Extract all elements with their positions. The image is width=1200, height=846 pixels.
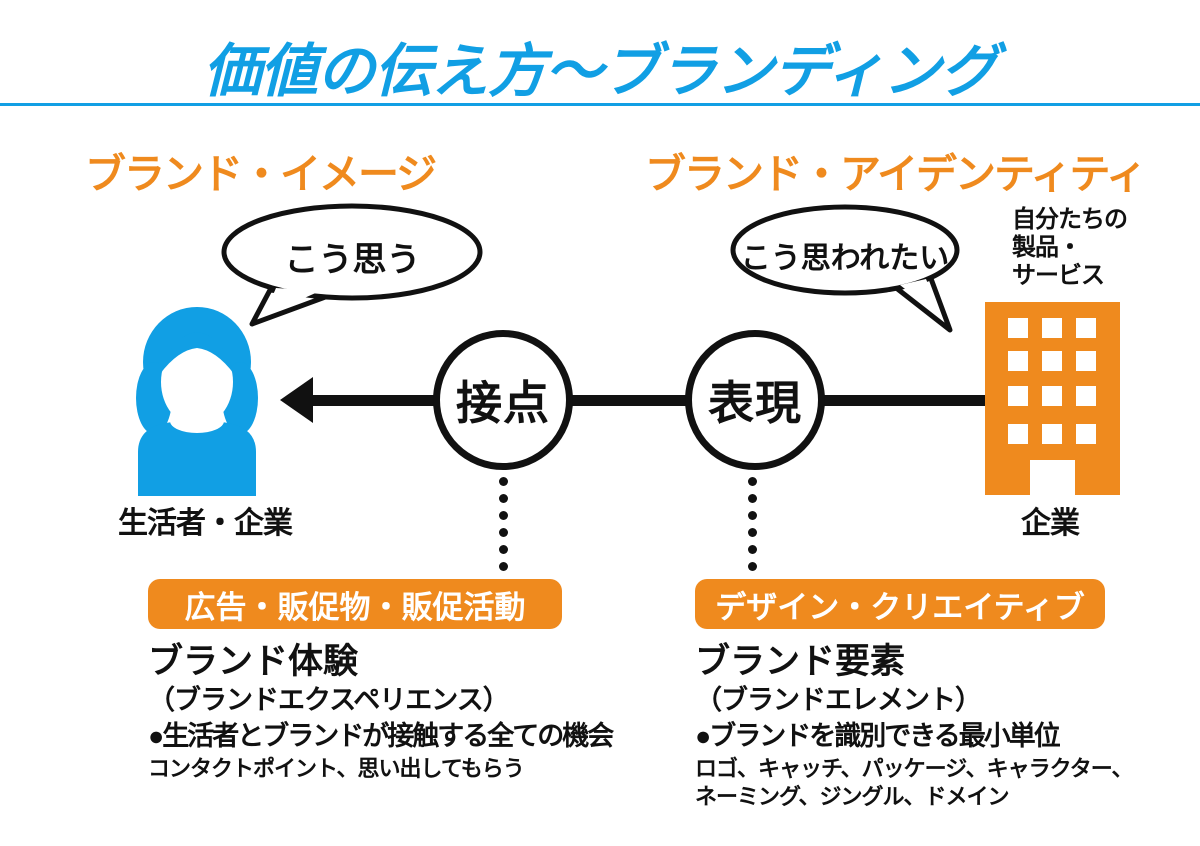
dot [499,562,508,571]
consumer-person-icon [136,307,258,496]
company-building-icon [985,302,1120,495]
consumer-label: 生活者・企業 [118,507,293,540]
speech-bubble-right-text: こう思われたい [740,242,950,275]
dot [748,494,757,503]
brand-experience-note: コンタクトポイント、思い出してもらう [148,756,525,781]
company-products-note-line: サービス [1012,262,1105,289]
main-arrow-line [300,395,985,406]
company-products-note: 自分たちの 製品・ サービス [1012,206,1192,290]
dot [499,545,508,554]
company-products-note-line: 自分たちの [1012,206,1128,233]
speech-bubble-left-text: こう思う [284,241,421,279]
dot [499,528,508,537]
brand-elements-note-line2: ネーミング、ジングル、ドメイン [695,784,1009,809]
dot [748,511,757,520]
speech-bubble-left-icon [221,203,483,327]
brand-experience-block: ブランド体験 （ブランドエクスペリエンス） ●生活者とブランドが接触する全ての機… [148,640,648,783]
brand-image-heading: ブランド・イメージ [85,151,437,197]
brand-identity-heading: ブランド・アイデンティティ [645,151,1147,197]
expression-circle-label: 表現 [708,377,802,429]
brand-experience-bullet: ●生活者とブランドが接触する全ての機会 [148,721,614,751]
dot [748,528,757,537]
brand-experience-heading: ブランド体験 [148,642,359,681]
design-creative-tag-label: デザイン・クリエイティブ [715,589,1085,625]
touchpoint-circle-label: 接点 [456,377,550,429]
brand-elements-block: ブランド要素 （ブランドエレメント） ●ブランドを識別できる最小単位 ロゴ、キャ… [695,640,1195,811]
touchpoint-circle: 接点 [433,330,573,470]
brand-elements-bullet: ●ブランドを識別できる最小単位 [695,721,1061,751]
dot [499,477,508,486]
dotted-connector-left [499,477,508,571]
dotted-connector-right [748,477,757,571]
company-label: 企業 [1021,507,1080,540]
ad-promotion-tag-label: 広告・販促物・販促活動 [184,589,526,625]
expression-circle: 表現 [685,330,825,470]
dot [499,494,508,503]
arrow-left-icon [280,377,313,423]
dot [748,477,757,486]
brand-elements-subheading: （ブランドエレメント） [695,685,982,715]
design-creative-tag: デザイン・クリエイティブ [695,579,1105,629]
ad-promotion-tag: 広告・販促物・販促活動 [148,579,562,629]
brand-elements-note-line1: ロゴ、キャッチ、パッケージ、キャラクター、 [695,756,1133,781]
dot [499,511,508,520]
dot [748,562,757,571]
title-underline [0,103,1200,106]
speech-bubble-right-icon [730,204,960,333]
page-title: 価値の伝え方～ブランディング [203,39,998,104]
brand-elements-heading: ブランド要素 [695,642,906,681]
dot [748,545,757,554]
brand-experience-subheading: （ブランドエクスペリエンス） [148,685,510,715]
company-products-note-line: 製品・ [1012,234,1082,261]
